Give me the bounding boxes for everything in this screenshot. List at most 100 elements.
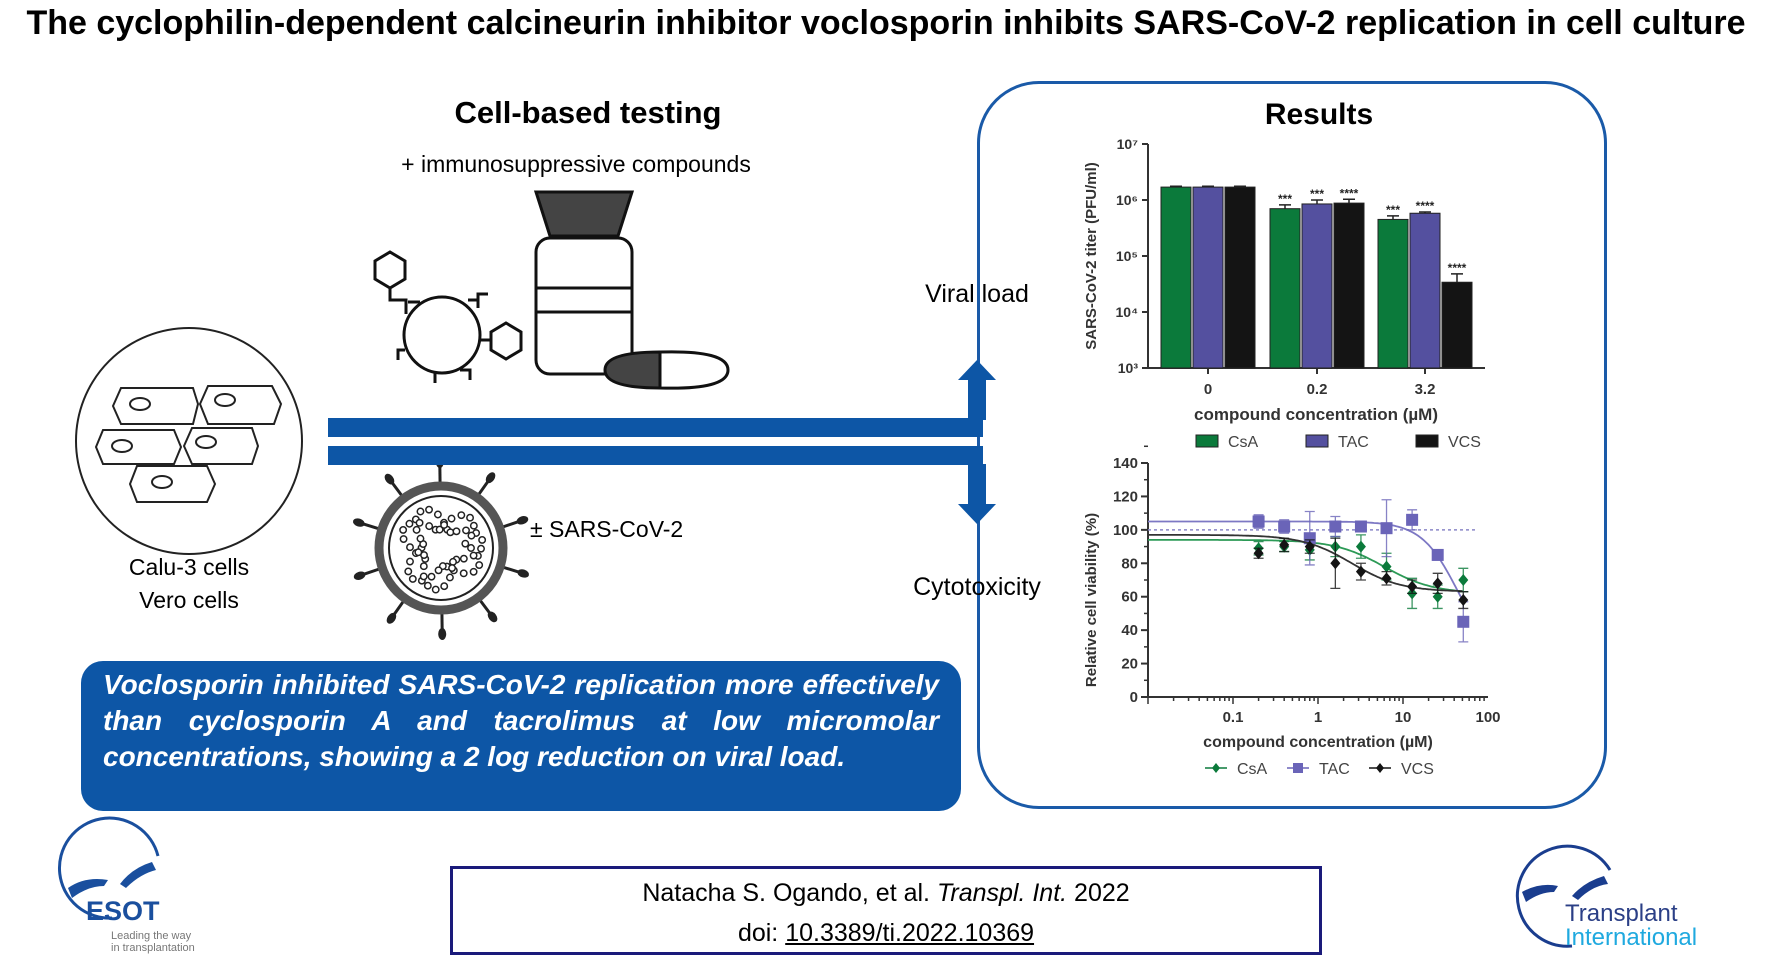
legend-label-CsA: CsA [1228, 434, 1259, 451]
bar-CsA [1269, 208, 1301, 369]
error-bar [1311, 199, 1323, 204]
flow-arrows [328, 360, 996, 524]
pill-icon [603, 350, 730, 390]
legend-marker-CsA [1212, 763, 1220, 773]
bar-TAC [1301, 203, 1333, 369]
x-tick-label: 100 [1475, 709, 1500, 726]
virus-rna-bead [447, 514, 456, 523]
point-VCS [1432, 577, 1443, 590]
virus-rna-bead [408, 574, 417, 583]
x-axis-label: compound concentration (µM) [1194, 405, 1438, 424]
point-TAC [1354, 520, 1367, 533]
virus-rna-bead [446, 528, 455, 537]
bar-VCS [1441, 281, 1473, 369]
bar-TAC [1192, 186, 1224, 369]
error-bar [1170, 185, 1182, 188]
legend-swatch-CsA [1195, 434, 1219, 448]
point-VCS [1355, 565, 1366, 578]
virus-rna-bead [415, 518, 424, 527]
point-TAC [1406, 513, 1419, 526]
compound-molecule-icon [373, 250, 523, 383]
point-VCS [1330, 557, 1341, 570]
legend-marker-TAC [1293, 763, 1303, 773]
virus-spike-head [516, 516, 529, 525]
virus-rna-bead [459, 569, 468, 578]
virus-rna-bead [475, 561, 484, 570]
virus-spike-head [386, 612, 397, 624]
error-bar [1234, 185, 1246, 188]
transplant-international-logo [1515, 844, 1612, 948]
virus-rna-bead [433, 510, 442, 519]
virus-rna-bead [412, 525, 421, 534]
point-TAC [1329, 520, 1342, 533]
page-title: The cyclophilin-dependent calcineurin in… [26, 4, 1746, 42]
significance-label: **** [1448, 261, 1467, 275]
virus-rna-bead [434, 566, 443, 575]
cytotoxicity-label: Cytotoxicity [913, 573, 1041, 601]
virus-rna-bead [466, 513, 474, 522]
legend-swatch-VCS [1415, 434, 1439, 448]
esot-logo [57, 816, 160, 920]
point-TAC [1431, 548, 1444, 561]
point-TAC [1303, 532, 1316, 545]
virus-rna-bead [449, 557, 457, 566]
y-tick-label: 10⁵ [1116, 248, 1138, 264]
virus-rna-bead [467, 531, 476, 540]
point-VCS [1407, 580, 1418, 593]
virus-rna-bead [423, 581, 432, 590]
y-tick-label: 0 [1130, 689, 1138, 706]
y-tick-label: 10⁶ [1116, 192, 1138, 208]
y-tick-label: 10⁷ [1117, 136, 1139, 152]
esot-logo-text: ESOT [86, 896, 160, 926]
bar-TAC [1409, 212, 1441, 369]
virus-rna-bead [404, 567, 413, 576]
virus-rna-bead [469, 521, 478, 530]
citation-box: Natacha S. Ogando, et al. Transpl. Int. … [450, 866, 1322, 955]
virus-rna-bead [406, 543, 414, 552]
virus-spike-head [517, 569, 530, 578]
legend-label-TAC: TAC [1338, 434, 1369, 451]
y-tick-label: 10⁴ [1116, 304, 1139, 320]
virus-rna-bead [416, 534, 425, 543]
viral-load-label: Viral load [925, 280, 1029, 308]
virus-label: ± SARS-CoV-2 [530, 516, 684, 542]
point-VCS [1458, 594, 1469, 607]
error-bar [1419, 211, 1431, 214]
point-VCS [1279, 538, 1290, 551]
bar-VCS [1224, 186, 1256, 369]
point-VCS [1381, 572, 1392, 585]
virus-rna-bead [431, 585, 440, 594]
results-title: Results [1264, 98, 1374, 131]
point-CsA [1381, 560, 1392, 573]
legend-swatch-TAC [1305, 434, 1329, 448]
virus-rna-bead [419, 572, 428, 581]
virus-rna-bead [425, 505, 433, 514]
x-tick-label: 0.1 [1223, 709, 1244, 726]
y-tick-label: 40 [1121, 622, 1138, 639]
legend-label-VCS: VCS [1448, 434, 1481, 451]
citation-line: Natacha S. Ogando, et al. Transpl. Int. … [642, 879, 1130, 907]
virus-rna-bead [425, 522, 434, 531]
virus-rna-bead [445, 573, 454, 582]
y-tick-label: 60 [1121, 589, 1138, 606]
legend-label-VCS: VCS [1401, 761, 1434, 778]
virus-rna-bead [399, 535, 408, 543]
y-tick-label: 100 [1113, 522, 1138, 539]
doi-link[interactable]: 10.3389/ti.2022.10369 [785, 919, 1035, 947]
y-axis-label: Relative cell viability (%) [1083, 513, 1100, 687]
legend-marker-VCS [1376, 763, 1384, 773]
significance-label: *** [1310, 187, 1324, 201]
significance-label: **** [1416, 199, 1435, 213]
significance-label: *** [1278, 192, 1292, 206]
virus-rna-bead [427, 572, 436, 581]
x-tick-label: 0.2 [1307, 381, 1328, 398]
compounds-label: + immunosuppressive compounds [401, 151, 751, 177]
fit-curve-TAC [1148, 520, 1464, 601]
virus-spike-head [384, 473, 395, 485]
virus-rna-bead [469, 567, 478, 576]
y-tick-label: 140 [1113, 455, 1138, 472]
y-tick-label: 80 [1121, 555, 1138, 572]
